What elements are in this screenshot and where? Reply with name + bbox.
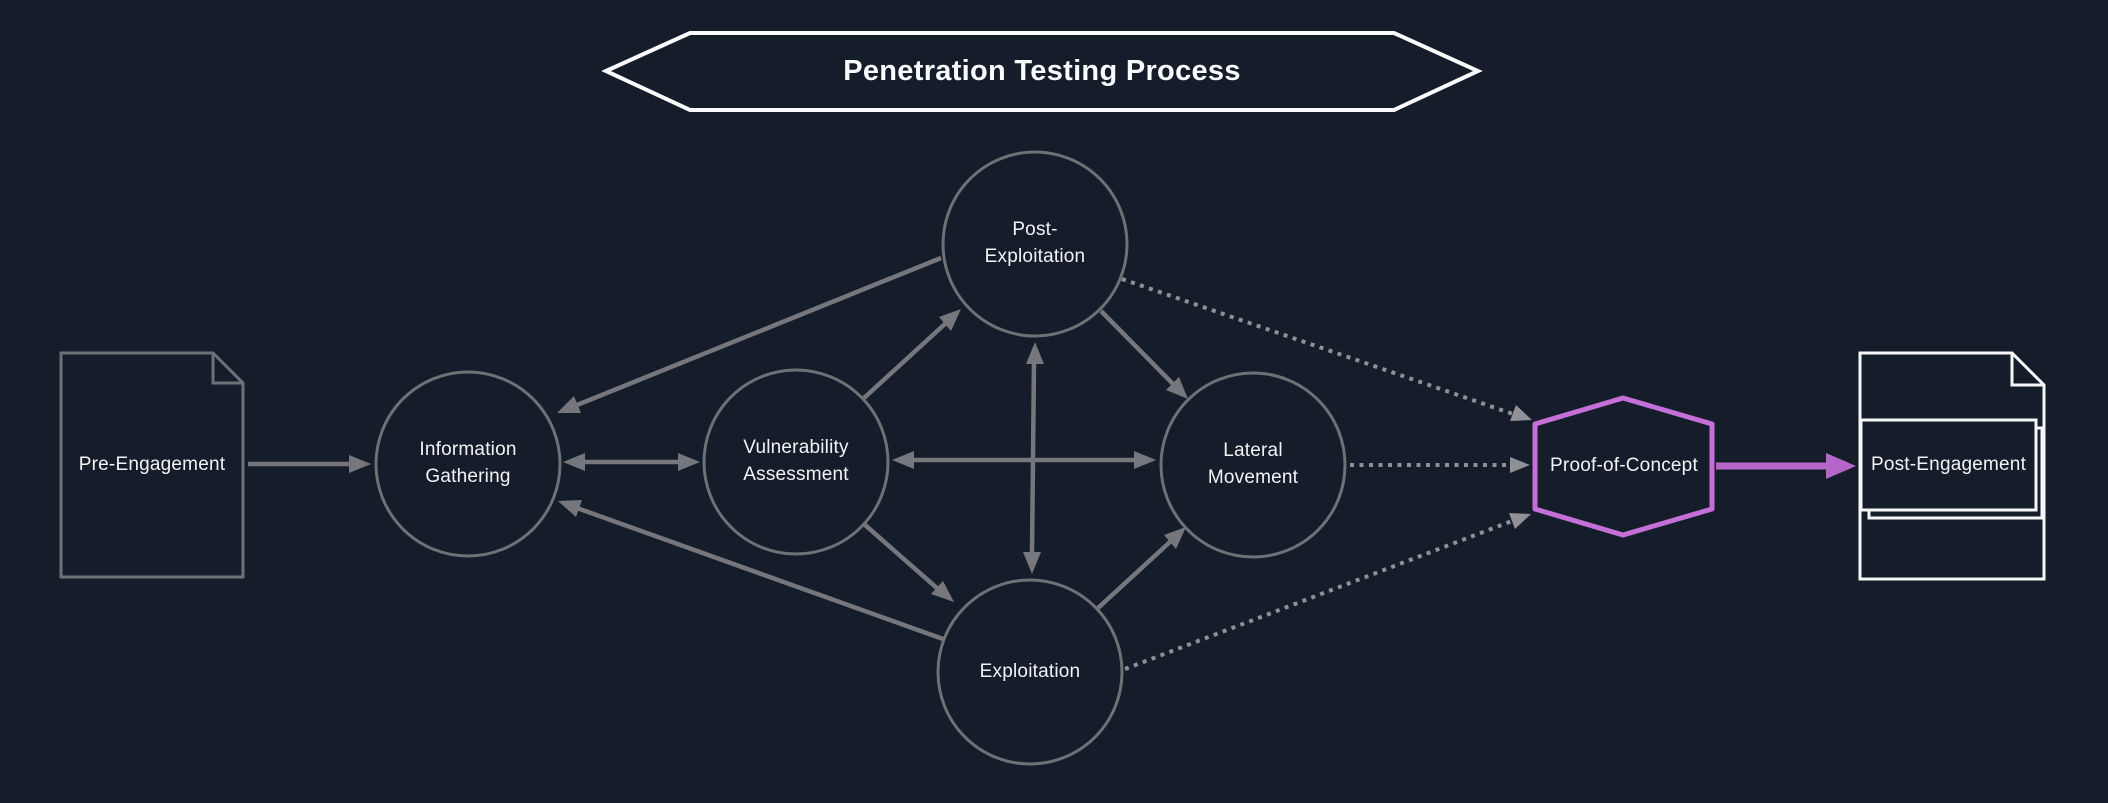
node-proof-of-concept-shape	[1532, 395, 1715, 538]
node-information-gathering-shape	[374, 370, 562, 558]
node-pre-engagement-shape	[59, 351, 245, 579]
edge-proof-of-concept-to-post-engagement-accent	[1716, 453, 1856, 479]
edge-pre-engagement-to-information-gathering	[248, 455, 371, 473]
node-post-exploitation-shape	[941, 150, 1129, 338]
edge-post-exploitation-to-information-gathering	[557, 255, 942, 413]
edge-vulnerability-assessment-to-exploitation	[862, 522, 954, 602]
node-lateral-movement-shape	[1159, 371, 1347, 559]
edge-lateral-movement-to-proof-of-concept-dotted	[1350, 457, 1530, 473]
node-exploitation-shape	[936, 578, 1124, 766]
edge-information-gathering-vulnerability-assessment-bidirectional	[563, 453, 700, 471]
edge-vulnerability-assessment-to-post-exploitation	[862, 309, 961, 400]
edge-post-exploitation-to-lateral-movement	[1099, 309, 1188, 399]
edge-post-exploitation-to-proof-of-concept-dotted	[1121, 277, 1532, 421]
edge-post-exploitation-exploitation-bidirectional	[1023, 342, 1044, 574]
edge-vulnerability-assessment-lateral-movement-bidirectional	[892, 451, 1156, 469]
edge-exploitation-to-information-gathering	[558, 500, 944, 642]
node-post-engagement-shape	[1858, 351, 2046, 581]
title-banner-hexagon	[601, 31, 1483, 112]
edge-exploitation-to-proof-of-concept-dotted	[1124, 513, 1531, 671]
node-vulnerability-assessment-shape	[702, 368, 890, 556]
edge-exploitation-to-lateral-movement	[1096, 527, 1186, 610]
